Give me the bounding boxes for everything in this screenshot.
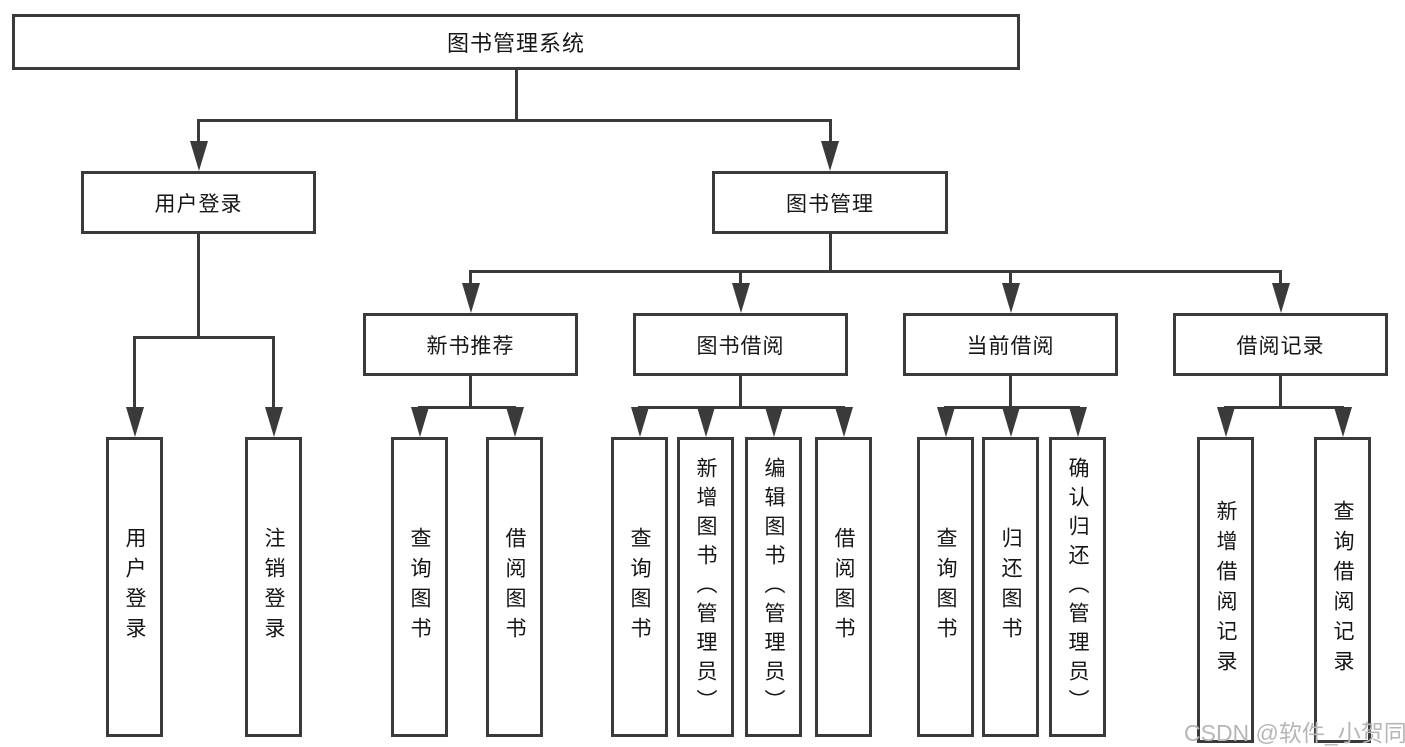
node-root: 图书管理系统 <box>12 14 1020 70</box>
arrowhead <box>732 283 750 313</box>
arrowhead <box>1217 407 1235 437</box>
leaf-query-borrow-record: 查询借阅记录 <box>1314 437 1371 743</box>
arrowhead <box>821 141 839 171</box>
arrowhead <box>697 407 715 437</box>
connector <box>197 234 200 336</box>
connector <box>829 234 832 270</box>
connector <box>829 119 832 143</box>
connector <box>133 336 136 410</box>
node-user-login: 用户登录 <box>81 171 316 234</box>
leaf-return-book: 归还图书 <box>982 437 1039 737</box>
leaf-query-books-borrow: 查询图书 <box>611 437 668 737</box>
arrowhead <box>631 407 649 437</box>
node-book-borrow: 图书借阅 <box>633 313 848 376</box>
node-current-borrow: 当前借阅 <box>903 313 1118 376</box>
arrowhead <box>765 407 783 437</box>
arrowhead <box>462 283 480 313</box>
connector <box>739 270 742 286</box>
arrowhead <box>1272 283 1290 313</box>
arrowhead <box>1002 283 1020 313</box>
connector <box>469 376 472 406</box>
leaf-add-book-admin: 新增图书（管理员） <box>677 437 734 737</box>
leaf-query-books-recommend: 查询图书 <box>391 437 448 737</box>
leaf-edit-book-admin: 编辑图书（管理员） <box>745 437 802 737</box>
leaf-logout: 注销登录 <box>245 437 302 737</box>
node-new-book-recommend: 新书推荐 <box>363 313 578 376</box>
connector <box>197 119 831 122</box>
leaf-confirm-return-admin: 确认归还（管理员） <box>1049 437 1106 737</box>
arrowhead <box>506 407 524 437</box>
connector <box>515 70 518 119</box>
connector <box>272 336 275 410</box>
arrowhead <box>411 407 429 437</box>
connector <box>469 270 472 286</box>
connector <box>739 376 742 406</box>
arrowhead <box>1002 407 1020 437</box>
arrowhead <box>1069 407 1087 437</box>
connector <box>638 406 845 409</box>
connector <box>418 406 516 409</box>
connector <box>133 336 275 339</box>
leaf-user-login: 用户登录 <box>106 437 163 737</box>
connector <box>1009 270 1012 286</box>
arrowhead <box>835 407 853 437</box>
connector <box>469 270 1282 273</box>
watermark: CSDN @软件_小贺同学 <box>1184 720 1405 746</box>
leaf-query-books-current: 查询图书 <box>917 437 974 737</box>
arrowhead <box>1334 407 1352 437</box>
arrowhead <box>190 141 208 171</box>
connector <box>197 119 200 143</box>
arrowhead <box>126 407 144 437</box>
connector <box>1279 270 1282 286</box>
connector <box>1009 376 1012 406</box>
arrowhead <box>937 407 955 437</box>
node-book-management: 图书管理 <box>712 171 948 234</box>
node-borrow-records: 借阅记录 <box>1173 313 1388 376</box>
leaf-borrow-books: 借阅图书 <box>815 437 872 737</box>
leaf-borrow-books-recommend: 借阅图书 <box>486 437 543 737</box>
leaf-add-borrow-record: 新增借阅记录 <box>1197 437 1254 743</box>
connector <box>1279 376 1282 406</box>
arrowhead <box>265 407 283 437</box>
connector <box>1224 406 1344 409</box>
